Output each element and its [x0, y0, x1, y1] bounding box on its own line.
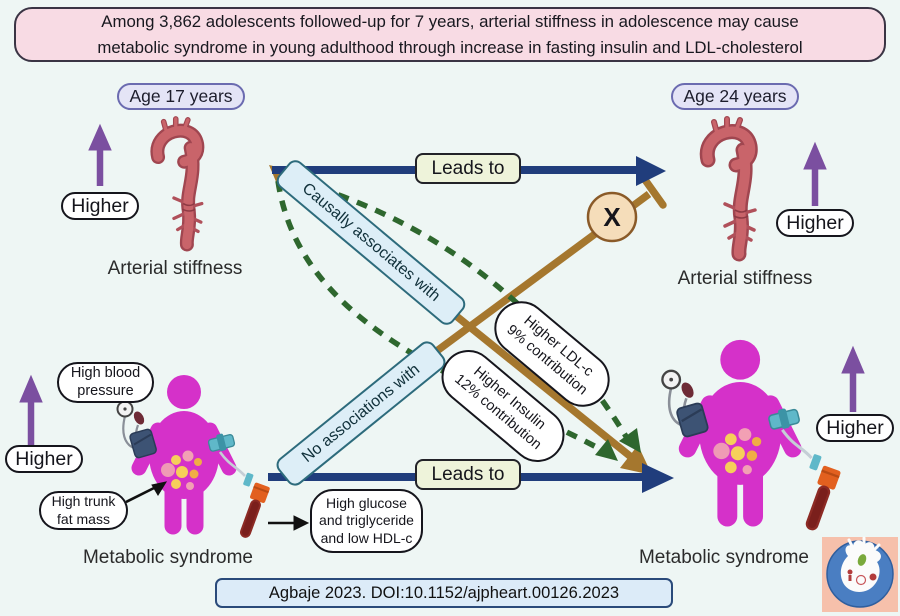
arterial-stiffness-label-left: Arterial stiffness	[107, 258, 243, 279]
glucose-line1: High glucose	[326, 495, 407, 512]
headline-banner: Among 3,862 adolescents followed-up for …	[14, 7, 886, 62]
patient-figure-right	[662, 340, 841, 533]
metabolic-syndrome-label-left: Metabolic syndrome	[82, 547, 254, 568]
higher-pill-left-bottom: Higher	[5, 445, 83, 473]
age-pill-17: Age 17 years	[117, 83, 245, 110]
age-pill-24: Age 24 years	[671, 83, 799, 110]
higher-pill-right-top: Higher	[776, 209, 854, 237]
journal-logo	[822, 536, 898, 612]
aorta-icon-right	[707, 119, 755, 254]
trunk-line1: High trunk	[51, 493, 116, 510]
up-arrow-right-bottom	[841, 345, 865, 412]
x-mark: X	[603, 201, 621, 232]
glucose-line3: and low HDL-c	[320, 529, 413, 546]
hbp-line2: pressure	[77, 382, 134, 399]
arterial-stiffness-label-right: Arterial stiffness	[677, 268, 813, 289]
up-arrow-left-bottom	[19, 374, 43, 447]
glucose-line2: and triglyceride	[319, 512, 414, 529]
leads-to-box-bottom: Leads to	[415, 459, 521, 490]
headline-line2: metabolic syndrome in young adulthood th…	[97, 37, 803, 57]
x-circle	[586, 191, 638, 243]
higher-pill-left-top: Higher	[61, 192, 139, 220]
metabolic-syndrome-label-right: Metabolic syndrome	[638, 547, 810, 568]
up-arrow-left-top	[88, 123, 112, 186]
annotation-arrow-glucose	[268, 515, 310, 531]
higher-pill-right-bottom: Higher	[816, 414, 894, 442]
leads-to-box-top: Leads to	[415, 153, 521, 184]
mediation-path-lower	[275, 180, 618, 461]
hbp-pill: High blood pressure	[57, 362, 154, 403]
trunk-line2: fat mass	[57, 510, 110, 527]
hbp-line1: High blood	[70, 364, 141, 381]
trunk-fat-pill: High trunk fat mass	[39, 491, 128, 530]
headline-line1: Among 3,862 adolescents followed-up for …	[101, 12, 799, 32]
up-arrow-right-top	[803, 141, 827, 206]
annotation-arrow-trunk-fat	[125, 481, 168, 504]
aorta-icon-left	[157, 119, 201, 245]
glucose-pill: High glucose and triglyceride and low HD…	[310, 489, 423, 553]
doi-bar: Agbaje 2023. DOI:10.1152/ajpheart.00126.…	[215, 578, 673, 608]
